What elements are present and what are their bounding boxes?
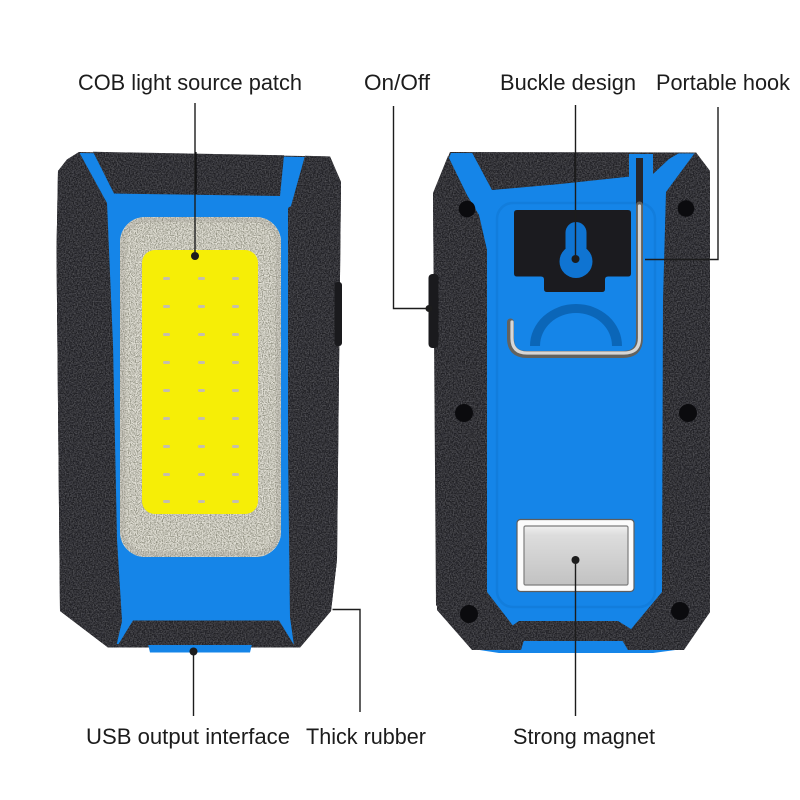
svg-text:On/Off: On/Off: [364, 70, 431, 95]
svg-text:Buckle design: Buckle design: [500, 70, 636, 95]
svg-text:Portable hook: Portable hook: [656, 70, 791, 95]
svg-text:COB light source patch: COB light source patch: [78, 70, 302, 95]
svg-text:Thick rubber: Thick rubber: [306, 724, 426, 749]
svg-text:Strong magnet: Strong magnet: [513, 724, 655, 749]
svg-text:USB output interface: USB output interface: [86, 724, 290, 749]
